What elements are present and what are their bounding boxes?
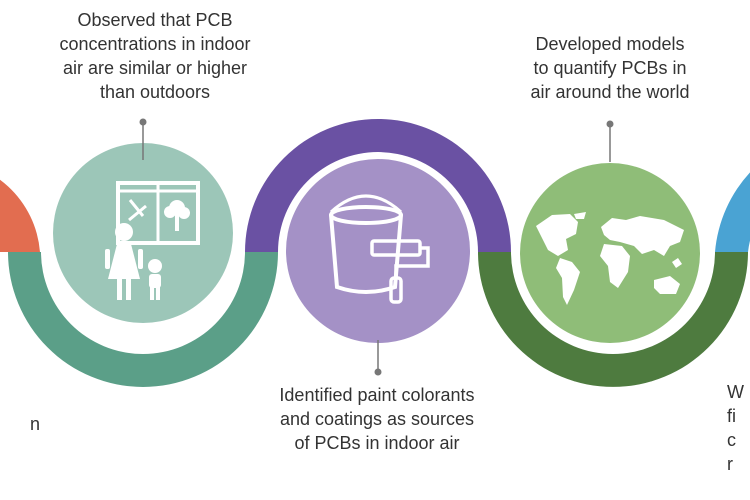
- connector-dot-indoor: [139, 118, 147, 126]
- caption-indoor-air: Observed that PCB concentrations in indo…: [59, 10, 251, 102]
- green-arc: [478, 252, 748, 387]
- caption-left-partial: n: [29, 414, 40, 434]
- connector-dot-paint: [374, 368, 382, 376]
- caption-right-partial: W fi c r: [727, 382, 744, 474]
- teal-arc: [8, 252, 278, 387]
- paint-circle: [286, 159, 470, 343]
- paint-bucket-roller-icon: [329, 194, 430, 304]
- purple-arc: [245, 119, 511, 252]
- indoor-circle: [53, 143, 233, 323]
- world-map-icon: [536, 212, 684, 305]
- woman-child-window-icon: [105, 181, 200, 300]
- caption-paint: Identified paint colorants and coatings …: [279, 385, 475, 453]
- caption-models: Developed models to quantify PCBs in air…: [530, 34, 690, 102]
- red-arc: [0, 179, 40, 252]
- blue-arc: [715, 172, 750, 252]
- connector-dot-models: [606, 120, 614, 128]
